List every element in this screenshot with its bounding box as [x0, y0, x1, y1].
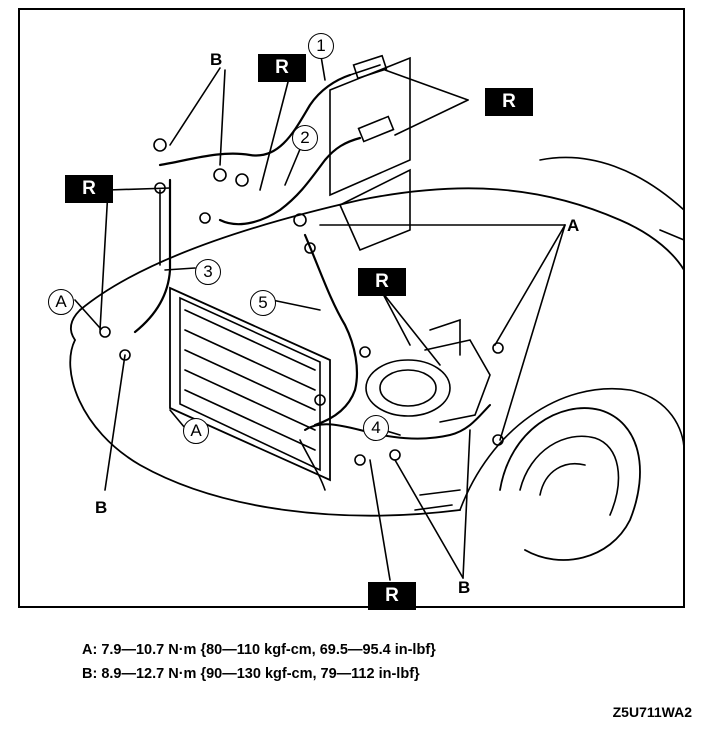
a-marker: A	[183, 418, 209, 444]
r-marker: R	[368, 582, 416, 610]
diagram-frame: R R R R R 1 2 3 4 5 A A A B B B	[18, 8, 685, 610]
part-number-3: 3	[195, 259, 221, 285]
ac-line-illustration	[69, 49, 684, 581]
a-marker: A	[48, 289, 74, 315]
part-number-2: 2	[292, 125, 318, 151]
torque-spec-b: B: 8.9—12.7 N·m {90—130 kgf-cm, 79—112 i…	[82, 666, 420, 682]
part-number-1: 1	[308, 33, 334, 59]
b-marker: B	[95, 498, 108, 517]
r-marker: R	[65, 175, 113, 203]
a-marker: A	[567, 216, 580, 235]
r-marker: R	[358, 268, 406, 296]
r-marker: R	[485, 88, 533, 116]
r-marker: R	[258, 54, 306, 82]
b-marker: B	[458, 578, 471, 597]
torque-spec-block: A: 7.9—10.7 N·m {80—110 kgf-cm, 69.5—95.…	[82, 638, 436, 686]
part-number-5: 5	[250, 290, 276, 316]
b-marker: B	[210, 50, 223, 69]
figure-code: Z5U711WA2	[612, 704, 692, 720]
torque-spec-a: A: 7.9—10.7 N·m {80—110 kgf-cm, 69.5—95.…	[82, 642, 436, 658]
part-number-4: 4	[363, 415, 389, 441]
